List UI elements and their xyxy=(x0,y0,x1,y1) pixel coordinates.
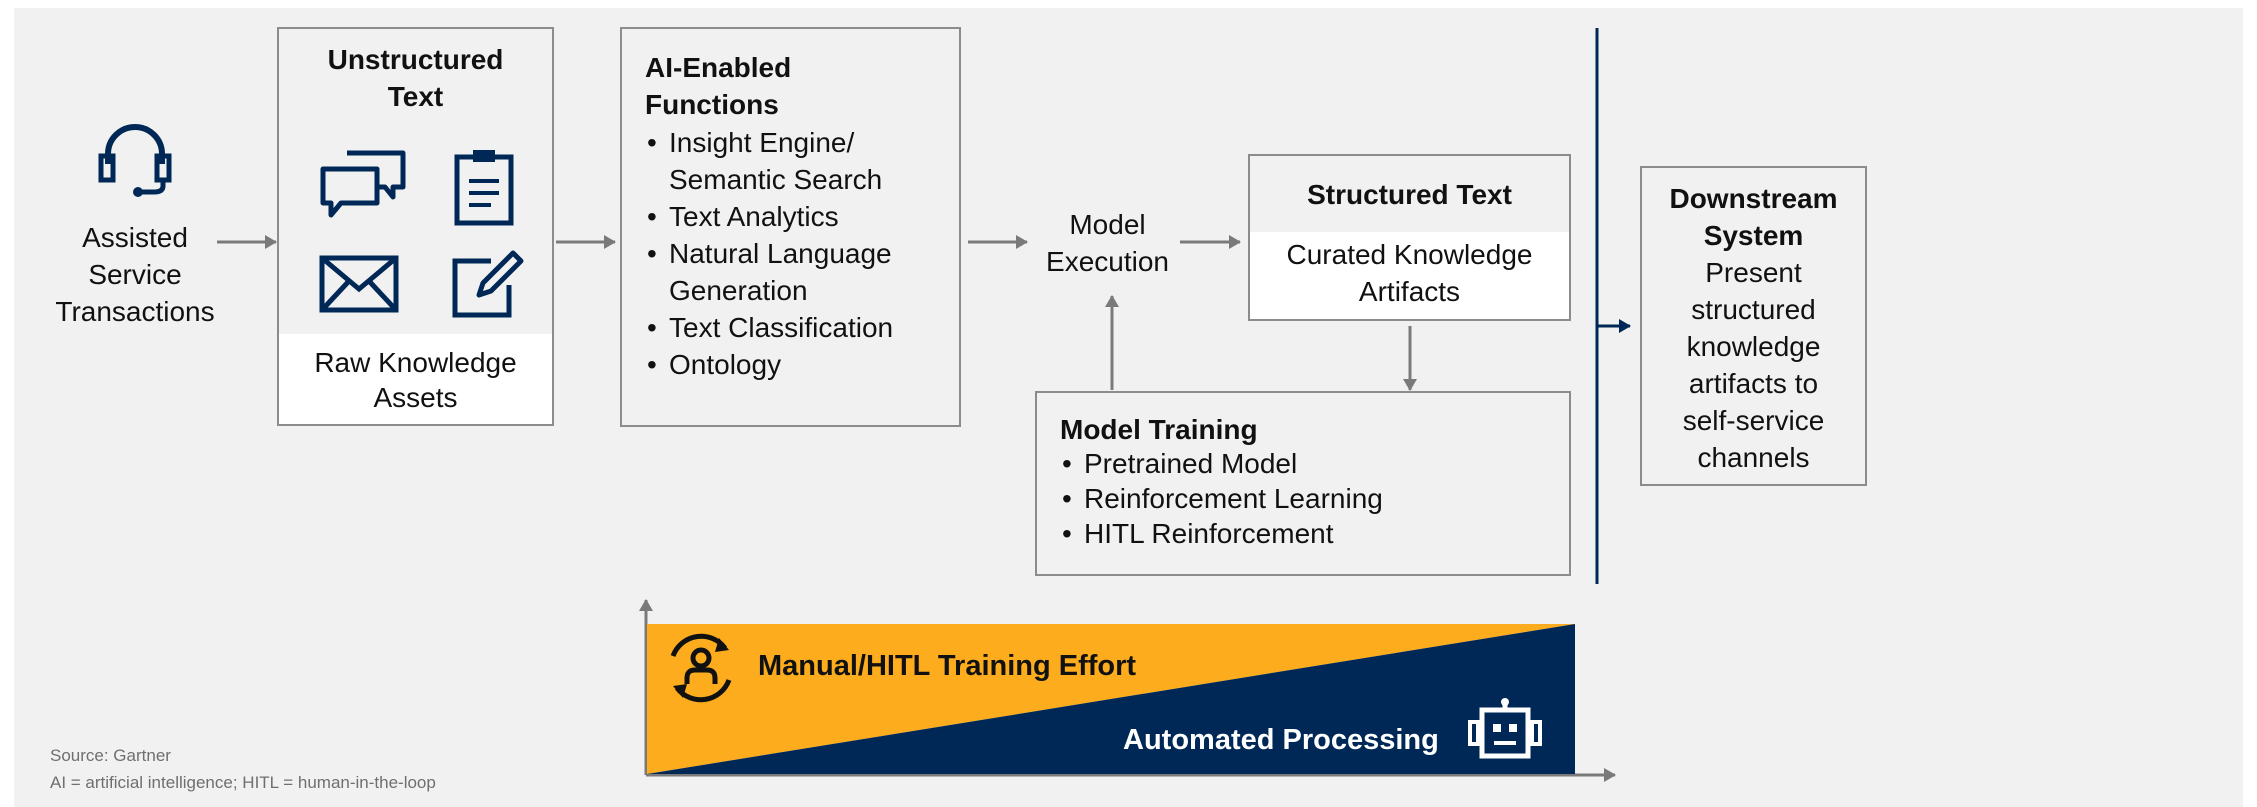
downstream-body-line: artifacts to xyxy=(1688,368,1819,399)
list-item-line: Ontology xyxy=(669,349,782,380)
structured-text-box: Structured Text Curated Knowledge Artifa… xyxy=(1248,154,1571,321)
structured-body-line: Artifacts xyxy=(1358,276,1461,307)
ai-functions-title-line: AI-Enabled xyxy=(645,52,792,83)
ai-functions-title: AI-Enabled Functions xyxy=(645,49,945,123)
automated-processing-area xyxy=(647,624,1575,774)
unstructured-title-line: Text xyxy=(387,81,444,112)
model-training-list: Pretrained Model Reinforcement Learning … xyxy=(1060,446,1560,551)
ai-functions-list: Insight Engine/ Semantic Search Text Ana… xyxy=(645,124,955,383)
model-execution-label: Model Execution xyxy=(1025,206,1190,280)
structured-body: Curated Knowledge Artifacts xyxy=(1250,236,1569,310)
start-label: Assisted Service Transactions xyxy=(40,219,230,330)
ai-functions-title-line: Functions xyxy=(645,89,779,120)
start-label-line: Service xyxy=(88,259,182,290)
source-note: Source: Gartner xyxy=(50,746,171,765)
list-item-line: Insight Engine/ xyxy=(669,127,855,158)
model-execution-line: Execution xyxy=(1046,246,1169,277)
downstream-body-line: knowledge xyxy=(1686,331,1821,362)
list-item-line: Natural Language xyxy=(669,238,892,269)
list-item: Pretrained Model xyxy=(1060,446,1560,481)
list-item: Reinforcement Learning xyxy=(1060,481,1560,516)
manual-effort-label: Manual/HITL Training Effort xyxy=(758,650,1137,682)
unstructured-footer-line: Assets xyxy=(373,382,458,413)
downstream-body-line: self-service xyxy=(1682,405,1825,436)
list-item: Text Analytics xyxy=(645,198,955,235)
downstream-title-line: System xyxy=(1703,220,1804,251)
clipboard-icon xyxy=(454,150,514,226)
list-item: Insight Engine/ Semantic Search xyxy=(645,124,955,198)
list-item-line: Semantic Search xyxy=(669,164,883,195)
downstream-title-line: Downstream xyxy=(1669,183,1838,214)
unstructured-text-box: Unstructured Text Raw Knowledge Assets xyxy=(277,27,554,426)
envelope-icon xyxy=(319,255,399,313)
person-cycle-icon xyxy=(670,633,732,703)
list-item: HITL Reinforcement xyxy=(1060,516,1560,551)
unstructured-footer-line: Raw Knowledge xyxy=(314,347,517,378)
start-label-line: Transactions xyxy=(55,296,215,327)
edit-document-icon xyxy=(452,250,524,318)
structured-title: Structured Text xyxy=(1307,179,1512,210)
structured-body-line: Curated Knowledge xyxy=(1286,239,1533,270)
unstructured-title-line: Unstructured xyxy=(327,44,504,75)
robot-icon xyxy=(1468,698,1542,759)
start-label-line: Assisted xyxy=(82,222,188,253)
unstructured-footer: Raw Knowledge Assets xyxy=(279,345,552,415)
automated-processing-label: Automated Processing xyxy=(1123,724,1439,756)
abbreviation-note: AI = artificial intelligence; HITL = hum… xyxy=(50,773,436,792)
downstream-body-line: channels xyxy=(1697,442,1810,473)
list-item: Ontology xyxy=(645,346,955,383)
structured-title-panel xyxy=(1250,156,1569,232)
unstructured-title: Unstructured Text xyxy=(279,41,552,115)
model-execution-line: Model xyxy=(1069,209,1146,240)
list-item: Natural Language Generation xyxy=(645,235,955,309)
downstream-content: Downstream System Present structured kno… xyxy=(1642,180,1865,476)
downstream-body-line: Present xyxy=(1705,257,1802,288)
list-item: Text Classification xyxy=(645,309,955,346)
downstream-system-box: Downstream System Present structured kno… xyxy=(1640,166,1867,486)
ai-functions-box: AI-Enabled Functions Insight Engine/ Sem… xyxy=(620,27,961,427)
model-training-box: Model Training Pretrained Model Reinforc… xyxy=(1035,391,1571,576)
model-training-title: Model Training xyxy=(1060,414,1258,445)
list-item-line: Generation xyxy=(669,275,808,306)
list-item-line: Text Classification xyxy=(669,312,894,343)
list-item-line: Text Analytics xyxy=(669,201,839,232)
headset-icon xyxy=(98,124,172,197)
downstream-body-line: structured xyxy=(1691,294,1816,325)
chat-bubbles-icon xyxy=(320,150,406,218)
